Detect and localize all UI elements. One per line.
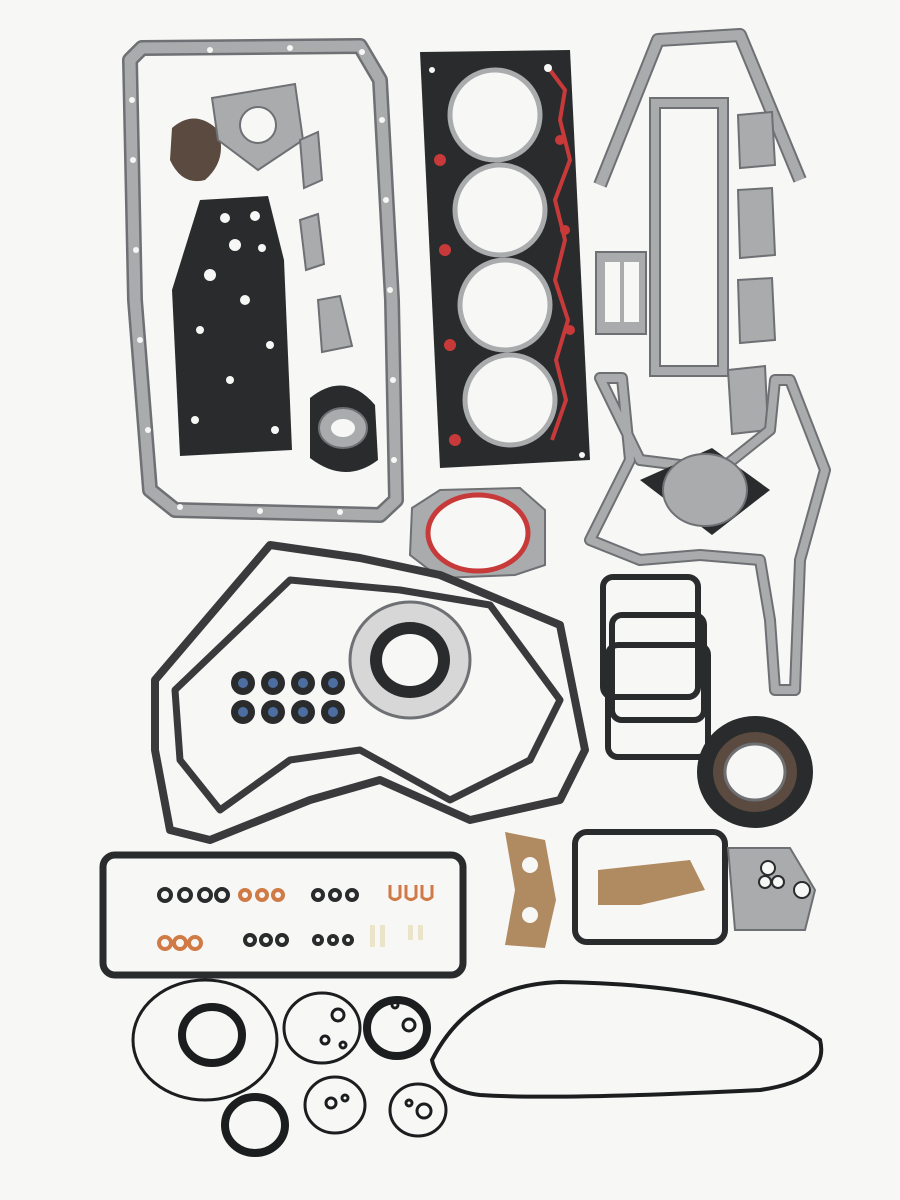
- small-o-rings: [157, 887, 359, 947]
- exhaust-manifold-gaskets: [726, 110, 777, 436]
- oil-cooler-plate-gasket: [172, 196, 292, 456]
- turbo-flange-gasket: [595, 251, 647, 335]
- valve-cover-gasket: [600, 574, 711, 760]
- intake-manifold-gasket: [649, 97, 729, 377]
- water-pump-gasket: [640, 448, 770, 535]
- exhaust-manifold-bronze-gasket: [505, 832, 556, 948]
- o-rings: [131, 978, 824, 1157]
- gear-cover-gasket: [151, 541, 589, 844]
- rear-main-seal: [697, 716, 813, 828]
- small-port-gaskets: [298, 130, 354, 354]
- gear-housing-gasket: [584, 372, 831, 696]
- injector-seal-tray: [99, 851, 467, 979]
- oil-pan-gasket: [122, 38, 404, 523]
- cylinder-head-gasket: [420, 50, 590, 468]
- front-cover-gasket: [593, 28, 807, 188]
- oil-cooler-gasket: [572, 829, 817, 945]
- turbo-oil-drain-gasket: [408, 486, 546, 580]
- fiber-gasket: [170, 118, 222, 182]
- steel-flange-gasket: [210, 82, 305, 172]
- nylon-pins: [370, 925, 423, 947]
- u-clips: [388, 885, 434, 901]
- tiny-o-rings: [319, 1000, 433, 1120]
- crankshaft-seal: [348, 600, 472, 720]
- copper-washers: [157, 888, 285, 951]
- thermostat-gasket: [310, 385, 378, 473]
